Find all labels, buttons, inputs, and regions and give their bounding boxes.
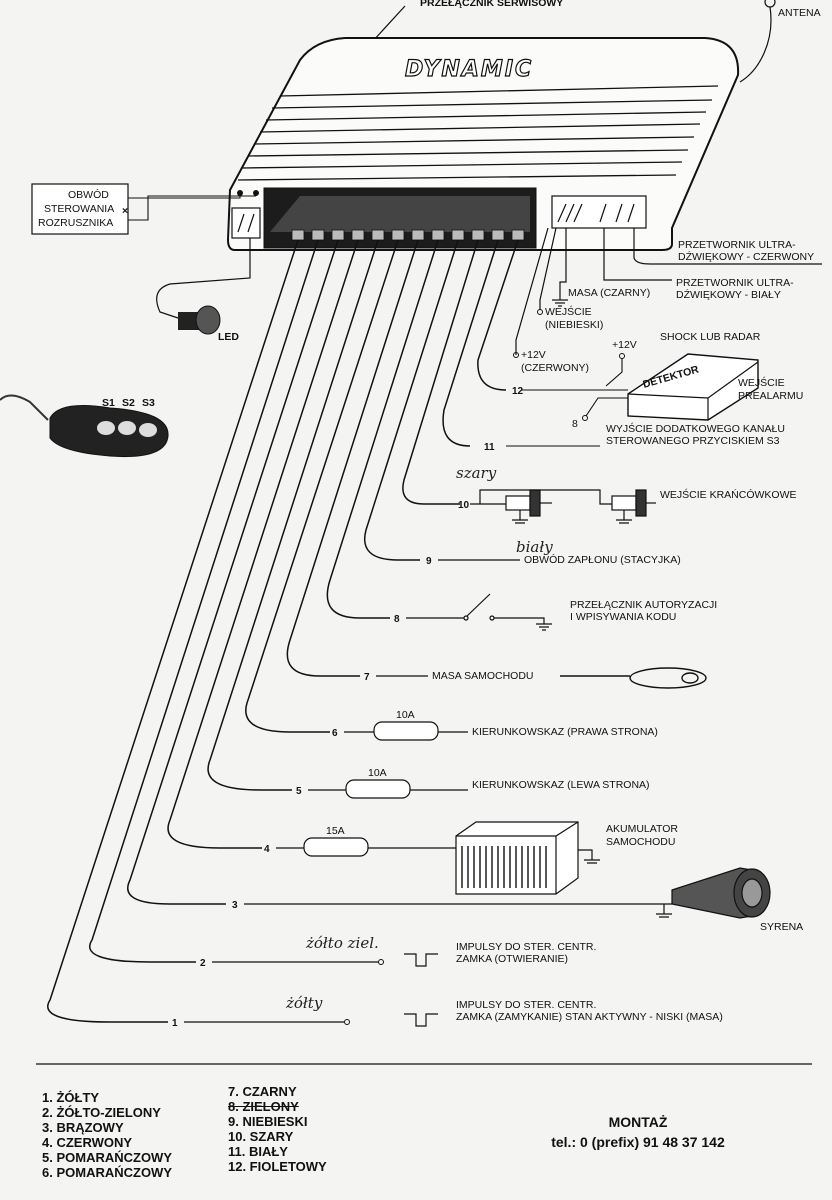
- wire-9-number: 9: [426, 556, 432, 567]
- wire-1-label-1: IMPULSY DO STER. CENTR.: [456, 999, 596, 1011]
- starter-label-1: OBWÓD: [68, 188, 109, 201]
- color-legend-col1: 1. ŻÓŁTY 2. ŻÓŁTO-ZIELONY 3. BRĄZOWY 4. …: [42, 1090, 172, 1180]
- pulse-icon: [404, 953, 438, 967]
- wire-6-label: KIERUNKOWSKAZ (PRAWA STRONA): [472, 726, 658, 738]
- wire-1-label-2: ZAMKA (ZAMYKANIE) STAN AKTYWNY - NISKI (…: [456, 1011, 723, 1023]
- ultrasonic-red-label-2: DŹWIĘKOWY - CZERWONY: [678, 250, 814, 263]
- plus12-label-2: (CZERWONY): [521, 362, 589, 374]
- wire-6-number: 6: [332, 728, 338, 739]
- cross-mark: ×: [122, 205, 128, 217]
- legend-item: 11. BIAŁY: [228, 1144, 288, 1159]
- wire-5-label: KIERUNKOWSKAZ (LEWA STRONA): [472, 779, 650, 791]
- wire-7-label: MASA SAMOCHODU: [432, 670, 534, 682]
- starter-label-2: STEROWANIA: [44, 203, 114, 215]
- wire-8-label-1: PRZEŁĄCZNIK AUTORYZACJI: [570, 599, 717, 611]
- button-s3-label: S3: [142, 397, 155, 409]
- legend-item: 3. BRĄZOWY: [42, 1120, 124, 1135]
- prealarm-label-2: PREALARMU: [738, 390, 803, 402]
- aux-output-label-2: STEROWANEGO PRZYCISKIEM S3: [606, 435, 780, 447]
- wire-10-handwritten: szary: [456, 464, 497, 482]
- ground-symbol: [552, 299, 568, 307]
- door-switch-icons: [470, 489, 656, 524]
- auth-switch-icon: [406, 593, 552, 631]
- legend-item: 1. ŻÓŁTY: [42, 1090, 100, 1105]
- led-label: LED: [218, 331, 239, 343]
- aux-output-label-1: WYJŚCIE DODATKOWEGO KANAŁU: [606, 422, 785, 435]
- legend-item: 9. NIEBIESKI: [228, 1114, 308, 1129]
- wire-11-number: 11: [484, 442, 495, 453]
- montaz-phone: tel.: 0 (prefix) 91 48 37 142: [551, 1134, 725, 1150]
- ultrasonic-white-label-1: PRZETWORNIK ULTRA-: [676, 277, 794, 289]
- legend-item: 4. CZERWONY: [42, 1135, 133, 1150]
- battery-icon: [455, 821, 600, 895]
- wire-5-number: 5: [296, 786, 302, 797]
- button-s1-label: S1: [102, 397, 115, 409]
- wire-4-label-1: AKUMULATOR: [606, 823, 678, 835]
- wire-8-label-2: I WPISYWANIA KODU: [570, 611, 676, 623]
- siren-icon: [656, 867, 771, 919]
- antenna-label: ANTENA: [778, 7, 821, 19]
- legend-item: 6. POMARAŃCZOWY: [42, 1165, 172, 1180]
- ground-lug-icon: [560, 667, 707, 689]
- legend-item: 2. ŻÓŁTO-ZIELONY: [42, 1105, 161, 1120]
- color-legend-col2: 7. CZARNY 8. ZIELONY 9. NIEBIESKI 10. SZ…: [228, 1084, 327, 1174]
- wire-2-label-2: ZAMKA (OTWIERANIE): [456, 953, 568, 965]
- legend-item: 12. FIOLETOWY: [228, 1159, 327, 1174]
- wire-10-number: 10: [458, 500, 470, 511]
- legend-item: 5. POMARAŃCZOWY: [42, 1150, 172, 1165]
- fuse-icon: [303, 837, 369, 857]
- detector-plus12-label: +12V: [612, 339, 637, 351]
- input-blue-label-1: WEJŚCIE: [545, 305, 592, 318]
- starter-circuit-box: [31, 183, 129, 235]
- input-blue-label-2: (NIEBIESKI): [545, 319, 603, 331]
- wire-harness: [47, 239, 519, 1023]
- starter-label-3: ROZRUSZNIKA: [38, 217, 113, 229]
- legend-item: 7. CZARNY: [228, 1084, 297, 1099]
- montaz-title: MONTAŻ: [608, 1114, 668, 1130]
- wire-2-number: 2: [200, 958, 206, 969]
- ground-black-label: MASA (CZARNY): [568, 287, 650, 299]
- ultrasonic-white-label-2: DŹWIĘKOWY - BIAŁY: [676, 288, 781, 301]
- wire-1-handwritten: żółty: [285, 994, 323, 1012]
- wire-7-number: 7: [364, 672, 370, 683]
- detector-box: [627, 353, 759, 421]
- installer-contact: MONTAŻ tel.: 0 (prefix) 91 48 37 142: [528, 1112, 748, 1152]
- prealarm-label-1: WEJŚCIE: [738, 376, 785, 389]
- wire-12-number: 12: [512, 386, 524, 397]
- service-switch-label: PRZEŁĄCZNIK SERWISOWY: [420, 0, 563, 9]
- wire-3-number: 3: [232, 900, 238, 911]
- wire-1-number: 1: [172, 1018, 178, 1029]
- wire-9-handwritten: biały: [516, 538, 553, 556]
- wire-3-label: SYRENA: [760, 921, 803, 933]
- fuse-icon: [373, 721, 439, 741]
- legend-item: 10. SZARY: [228, 1129, 294, 1144]
- brand-logo: DYNAMIC: [405, 57, 533, 82]
- wire-8-number: 8: [394, 614, 400, 625]
- control-unit: DYNAMIC: [226, 37, 740, 251]
- fuse-icon: [345, 779, 411, 799]
- plus12-label-1: +12V: [521, 349, 546, 361]
- antenna-icon: [764, 0, 776, 8]
- remote-control-icon: [0, 394, 169, 458]
- wire-2-handwritten: żółto ziel.: [305, 934, 379, 952]
- wire-8-small-label: 8: [572, 418, 578, 430]
- wire-6-fuse: 10A: [396, 709, 415, 721]
- legend-item-struck: 8. ZIELONY: [228, 1099, 299, 1114]
- wire-2-label-1: IMPULSY DO STER. CENTR.: [456, 941, 596, 953]
- wire-4-label-2: SAMOCHODU: [606, 836, 675, 848]
- wire-5-fuse: 10A: [368, 767, 387, 779]
- wire-10-label: WEJŚCIE KRAŃCÓWKOWE: [660, 488, 797, 501]
- pulse-icon: [404, 1013, 438, 1027]
- ultrasonic-red-label-1: PRZETWORNIK ULTRA-: [678, 239, 796, 251]
- wire-9-label: OBWÓD ZAPŁONU (STACYJKA): [524, 553, 681, 566]
- wire-4-fuse: 15A: [326, 825, 345, 837]
- wire-4-number: 4: [264, 844, 270, 855]
- button-s2-label: S2: [122, 397, 135, 409]
- shock-radar-label: SHOCK LUB RADAR: [660, 331, 761, 343]
- led-icon: [178, 305, 221, 335]
